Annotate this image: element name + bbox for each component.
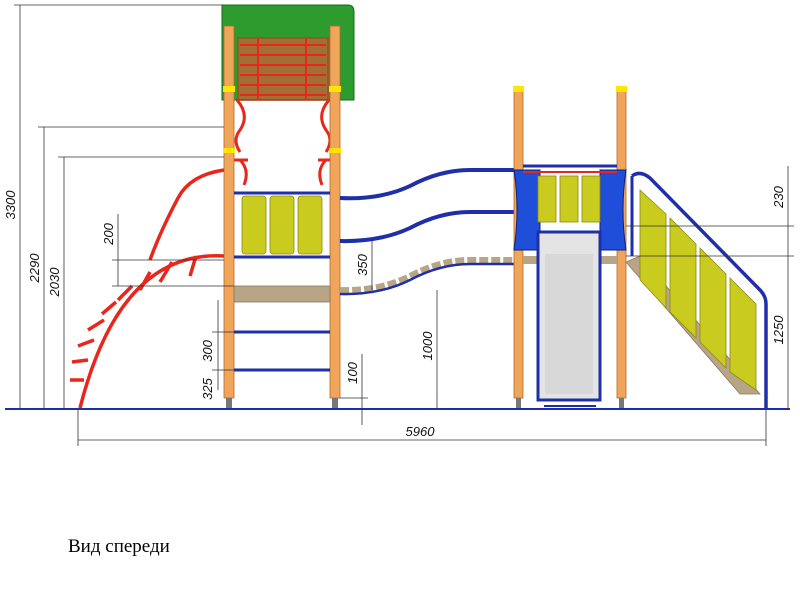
dim-right-top: 230 (771, 185, 786, 208)
post-cap (223, 86, 235, 92)
dimension-lines (14, 4, 794, 446)
tower-post-left (223, 25, 235, 399)
right-panel (537, 175, 557, 223)
post-foot (226, 398, 232, 408)
post-foot (332, 398, 338, 408)
ladder (234, 330, 330, 372)
side-shield-right (599, 169, 627, 251)
post-cap (223, 148, 235, 153)
post-cap (329, 86, 341, 92)
tower-panel (297, 195, 323, 255)
dim-total-width: 5960 (406, 424, 436, 439)
post-cap (513, 86, 524, 92)
view-caption: Вид спереди (68, 536, 170, 557)
tower-panel (241, 195, 267, 255)
dim-platform-height-top: 2290 (27, 253, 42, 284)
dim-ladder-step-lower: 325 (200, 377, 215, 399)
dim-ground-clearance: 100 (345, 361, 360, 383)
side-shield-left (513, 169, 541, 251)
dim-panel-gap: 200 (101, 222, 116, 245)
bridge-rails (339, 168, 516, 244)
post-cap (329, 148, 341, 153)
dim-bridge-rise: 350 (355, 253, 370, 275)
stair (625, 171, 768, 408)
dim-total-height: 3300 (3, 190, 18, 220)
right-panel (581, 175, 601, 223)
dim-platform-height: 2030 (47, 267, 62, 298)
post-cap (616, 86, 627, 92)
arc-climber (70, 168, 225, 409)
slide (536, 230, 602, 407)
roof-net (237, 37, 329, 101)
tower-panel (269, 195, 295, 255)
tower-deck (233, 285, 331, 303)
bridge-deck (339, 257, 516, 296)
dim-bridge-height: 1000 (420, 331, 435, 361)
right-panel (559, 175, 579, 223)
tower-net-frame (233, 99, 333, 186)
post-foot (619, 398, 624, 408)
dim-right-platform: 1250 (771, 315, 786, 345)
dim-ladder-step-upper: 300 (200, 339, 215, 361)
post-foot (516, 398, 521, 408)
tower-post-right (329, 25, 341, 399)
